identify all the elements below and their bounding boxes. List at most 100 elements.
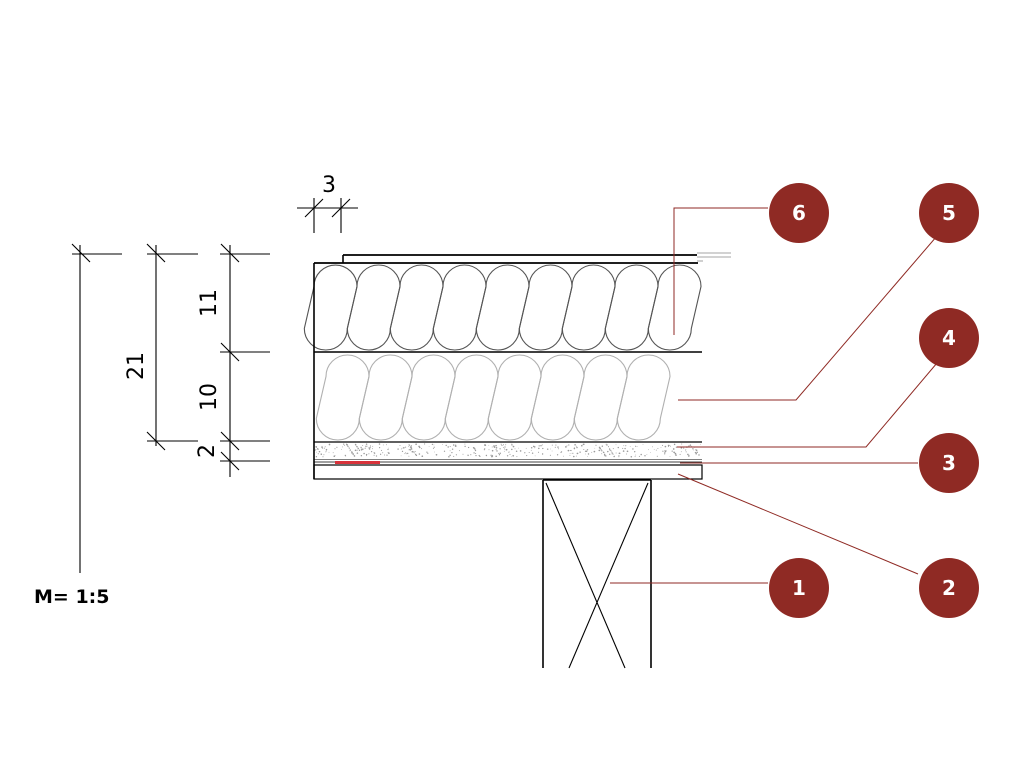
speckle-dot	[495, 449, 497, 451]
speckle-dot	[568, 444, 570, 446]
speckle-dot	[350, 450, 352, 451]
callout-4[interactable]: 4	[919, 308, 979, 368]
speckle-dot	[672, 448, 675, 450]
speckle-dot	[575, 445, 577, 447]
speckle-dot	[410, 445, 412, 447]
speckle-dot	[399, 445, 401, 446]
speckle-dot	[675, 446, 678, 448]
callout-1[interactable]: 1	[769, 558, 829, 618]
speckle-dot	[551, 450, 553, 452]
speckle-dot	[362, 445, 364, 446]
speckle-dot	[360, 448, 363, 451]
speckle-dot	[509, 453, 511, 455]
speckle-dot	[607, 446, 610, 448]
speckle-dot	[526, 455, 528, 457]
speckle-dot	[498, 452, 500, 454]
speckle-dot	[667, 444, 670, 447]
speckle-dot	[408, 445, 410, 447]
speckle-dot	[408, 449, 410, 451]
speckle-dot	[365, 453, 368, 456]
speckle-dot	[629, 446, 631, 447]
speckle-dot	[499, 452, 501, 455]
speckle-dot	[625, 445, 627, 447]
speckle-dot	[664, 450, 667, 452]
callout-6-number: 6	[792, 201, 806, 225]
speckle-dot	[635, 454, 637, 456]
speckle-dot	[685, 450, 686, 452]
speckle-dot	[609, 449, 611, 451]
speckle-dot	[323, 447, 325, 449]
speckle-dot	[664, 445, 667, 448]
speckle-dot	[365, 443, 368, 445]
speckle-dot	[474, 448, 476, 450]
speckle-dot	[341, 448, 342, 450]
callout-5[interactable]: 5	[919, 183, 979, 243]
speckle-dot	[622, 450, 625, 452]
speckle-dot	[550, 448, 551, 450]
callout-3-circle	[919, 433, 979, 493]
speckle-dot	[538, 445, 540, 447]
insulation-lower	[315, 354, 671, 441]
speckle-dot	[475, 452, 477, 455]
speckle-dot	[615, 444, 617, 446]
bottom-board	[313, 464, 703, 480]
speckle-dot	[360, 447, 362, 449]
leader-4	[677, 362, 938, 448]
speckle-dot	[484, 444, 486, 446]
speckle-dot	[615, 452, 617, 454]
speckle-dot	[530, 449, 532, 451]
callout-2-number: 2	[942, 576, 956, 600]
speckle-dot	[495, 455, 497, 457]
speckle-dot	[387, 451, 389, 453]
speckle-dot	[610, 451, 612, 453]
speckle-dot	[679, 453, 681, 455]
speckle-dot	[448, 455, 450, 458]
callout-2[interactable]: 2	[919, 558, 979, 618]
callout-6[interactable]: 6	[769, 183, 829, 243]
speckle-dot	[542, 447, 544, 450]
speckle-dot	[371, 448, 373, 450]
speckle-dot	[518, 447, 520, 449]
speckle-dot	[516, 456, 518, 458]
callout-3[interactable]: 3	[919, 433, 979, 493]
speckle-dot	[362, 448, 364, 450]
speckle-dot	[495, 444, 497, 447]
speckle-dot	[674, 452, 676, 453]
speckle-dot	[488, 444, 490, 446]
speckle-dot	[314, 449, 316, 451]
leader-lines	[610, 207, 944, 584]
speckle-dot	[685, 451, 687, 453]
dim-overall: 21	[124, 352, 149, 380]
speckle-dot	[415, 454, 418, 457]
speckle-dot	[467, 446, 470, 449]
speckle-dot	[368, 453, 370, 455]
speckle-dot	[370, 450, 373, 453]
speckle-dot	[587, 456, 588, 458]
speckle-dot	[532, 445, 535, 448]
speckle-dot	[611, 453, 613, 455]
dim-edge-offset: 3	[322, 173, 336, 198]
speckle-dot	[333, 455, 336, 458]
speckle-dot	[491, 446, 493, 448]
speckle-dot	[349, 450, 351, 452]
red-strip	[335, 461, 380, 464]
speckle-dot	[680, 451, 682, 453]
speckle-dot	[576, 446, 578, 449]
speckle-dot	[600, 449, 602, 451]
speckle-dot	[451, 448, 454, 450]
speckle-dot	[595, 444, 597, 446]
speckle-dot	[421, 455, 424, 458]
speckle-dot	[557, 446, 559, 448]
speckle-dot	[498, 454, 501, 456]
speckle-dot	[508, 451, 510, 453]
speckle-dot	[698, 454, 700, 456]
speckle-dot	[318, 450, 321, 453]
speckle-dot	[452, 444, 455, 446]
speckle-dot	[496, 450, 498, 452]
speckle-dot	[664, 454, 666, 455]
speckle-dot	[397, 448, 399, 450]
insulation-loop	[616, 354, 671, 441]
speckle-dot	[484, 448, 486, 450]
speckle-dot	[586, 449, 589, 451]
speckle-dot	[607, 450, 609, 453]
